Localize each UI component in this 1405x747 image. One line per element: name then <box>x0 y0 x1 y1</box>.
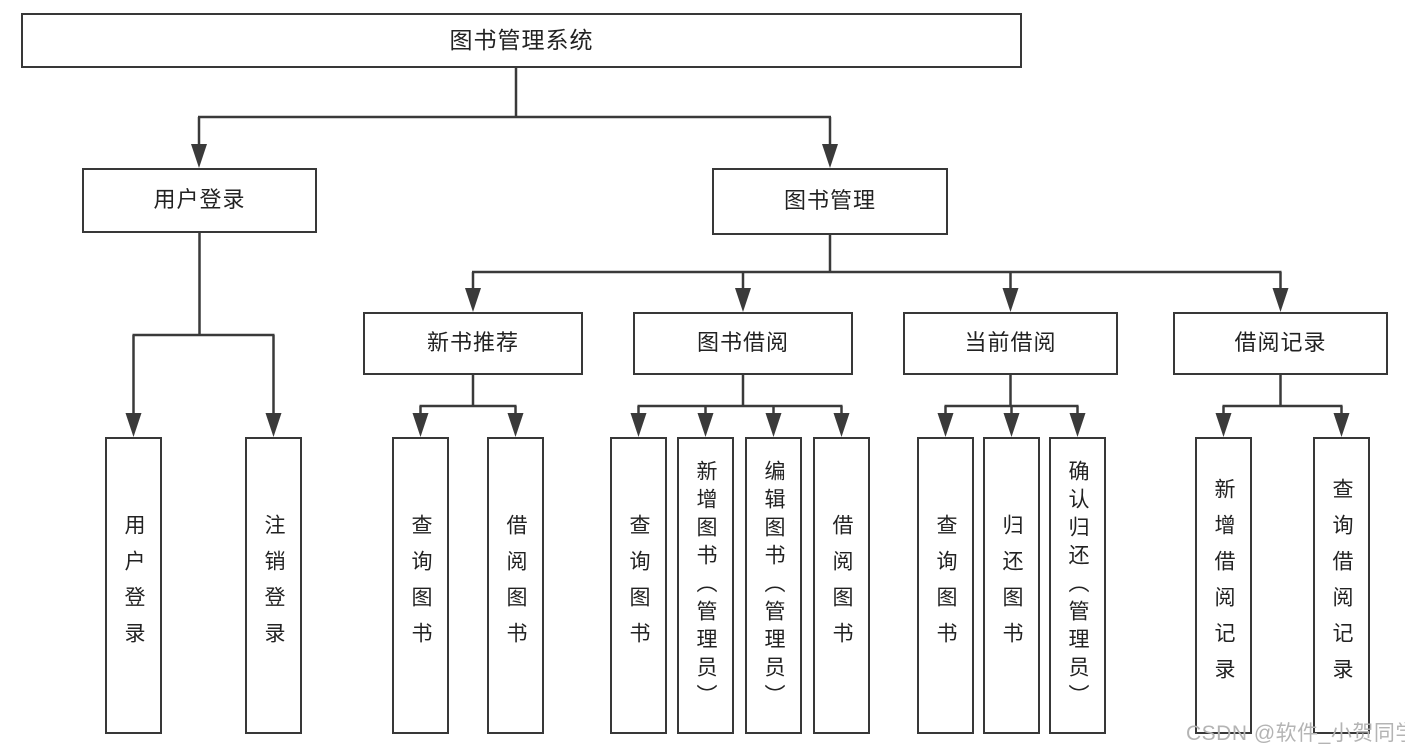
arrow-down-icon <box>1333 413 1350 437</box>
node-borrowing-records: 借阅记录 <box>1173 312 1388 375</box>
node-user-login: 用户登录 <box>82 168 317 233</box>
arrow-down-icon <box>697 413 714 437</box>
leaf-query-books-recommend: 查询图书 <box>392 437 449 734</box>
arrow-down-icon <box>1003 413 1020 437</box>
arrow-down-icon <box>1002 288 1019 312</box>
arrow-down-icon <box>1272 288 1289 312</box>
arrow-down-icon <box>507 413 524 437</box>
leaf-add-borrow-record: 新增借阅记录 <box>1195 437 1252 734</box>
node-current-borrowing: 当前借阅 <box>903 312 1118 375</box>
node-book-management: 图书管理 <box>712 168 948 235</box>
leaf-query-books-borrow: 查询图书 <box>610 437 667 734</box>
leaf-borrow-books-recommend: 借阅图书 <box>487 437 544 734</box>
arrow-down-icon <box>191 144 207 168</box>
arrow-down-icon <box>735 288 751 312</box>
arrow-down-icon <box>1069 413 1086 437</box>
node-new-book-recommendation: 新书推荐 <box>363 312 583 375</box>
arrow-down-icon <box>412 413 429 437</box>
leaf-add-books-admin: 新增图书（管理员） <box>677 437 734 734</box>
leaf-query-borrow-record: 查询借阅记录 <box>1313 437 1370 734</box>
arrow-down-icon <box>125 413 142 437</box>
leaf-confirm-return-admin: 确认归还（管理员） <box>1049 437 1106 734</box>
node-library-management-system: 图书管理系统 <box>21 13 1022 68</box>
arrow-down-icon <box>765 413 782 437</box>
arrow-down-icon <box>937 413 954 437</box>
arrow-down-icon <box>833 413 850 437</box>
leaf-user-login: 用户登录 <box>105 437 162 734</box>
leaf-logout: 注销登录 <box>245 437 302 734</box>
arrow-down-icon <box>1215 413 1232 437</box>
leaf-query-books-current: 查询图书 <box>917 437 974 734</box>
leaf-edit-books-admin: 编辑图书（管理员） <box>745 437 802 734</box>
arrow-down-icon <box>630 413 647 437</box>
leaf-borrow-books: 借阅图书 <box>813 437 870 734</box>
node-book-borrowing: 图书借阅 <box>633 312 853 375</box>
watermark: CSDN @软件_小贺同学 <box>1186 722 1405 745</box>
leaf-return-books: 归还图书 <box>983 437 1040 734</box>
arrow-down-icon <box>822 144 838 168</box>
arrow-down-icon <box>465 288 481 312</box>
arrow-down-icon <box>265 413 282 437</box>
